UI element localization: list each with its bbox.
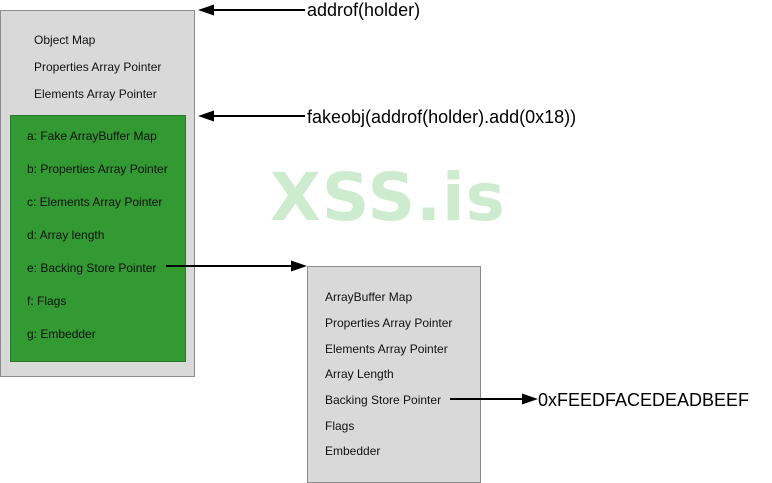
addrof-annotation: addrof(holder): [307, 0, 421, 20]
ab-field-flags: Flags: [325, 419, 355, 433]
ab-field-embedder: Embedder: [325, 444, 381, 458]
value-arrow-head: [522, 393, 538, 405]
fake-field-e: e: Backing Store Pointer: [27, 261, 157, 275]
ab-field-backing-store: Backing Store Pointer: [325, 393, 442, 407]
addrof-arrow-head: [198, 4, 214, 16]
fake-arraybuffer-object: [10, 115, 186, 362]
holder-field-elements-pointer: Elements Array Pointer: [34, 87, 157, 101]
fake-field-b: b: Properties Array Pointer: [27, 162, 168, 176]
backing-store-arrow-head: [291, 260, 307, 272]
fake-field-c: c: Elements Array Pointer: [27, 195, 163, 209]
fakeobj-annotation: fakeobj(addrof(holder).add(0x18)): [307, 107, 577, 127]
fake-field-f: f: Flags: [27, 294, 67, 308]
ab-field-elements-pointer: Elements Array Pointer: [325, 342, 448, 356]
ab-field-array-length: Array Length: [325, 367, 394, 381]
fake-field-a: a: Fake ArrayBuffer Map: [27, 129, 157, 143]
fake-field-d: d: Array length: [27, 228, 105, 242]
fakeobj-arrow-head: [198, 110, 214, 122]
watermark-text: XSS.is: [270, 159, 506, 236]
ab-field-map: ArrayBuffer Map: [325, 290, 413, 304]
fake-field-g: g: Embedder: [27, 327, 96, 341]
ab-field-properties-pointer: Properties Array Pointer: [325, 316, 453, 330]
holder-field-object-map: Object Map: [34, 33, 96, 47]
arraybuffer-object-box: [307, 266, 481, 483]
holder-field-properties-pointer: Properties Array Pointer: [34, 60, 162, 74]
backing-store-value: 0xFEEDFACEDEADBEEF: [538, 390, 750, 410]
